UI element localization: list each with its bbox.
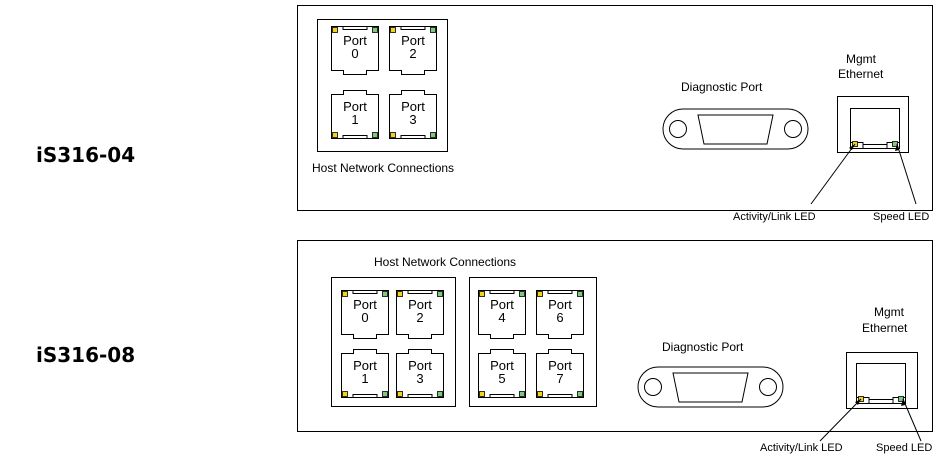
mgmt-ethernet-port-frame [846,352,918,409]
ethernet-port-0: Port 0 [341,290,389,339]
ethernet-port-5: Port 5 [478,349,526,398]
port-number: 1 [351,112,359,127]
port-word: Port [548,358,572,373]
db9-connector-icon [662,108,809,150]
db9-connector-icon [637,366,784,408]
model-label-is316-04: iS316-04 [36,143,136,167]
rj45-jack-icon [331,26,379,75]
mgmt-caption-line1: Mgmt [874,305,904,319]
port-word: Port [343,33,367,48]
rj45-jack-icon [478,349,526,398]
ethernet-port-0: Port 0 [331,26,379,75]
port-word: Port [353,358,377,373]
port-word: Port [353,297,377,312]
rj45-jack-icon [341,290,389,339]
port-number: 1 [361,371,369,386]
port-number: 3 [409,112,417,127]
port-number: 0 [351,46,359,61]
host-port-group-right [469,277,597,407]
rj45-jack-icon [341,349,389,398]
host-network-caption: Host Network Connections [374,255,517,269]
ethernet-port-7: Port 7 [536,349,584,398]
ethernet-port-2: Port 2 [389,26,437,75]
diagnostic-port-caption: Diagnostic Port [681,80,763,94]
port-word: Port [401,99,425,114]
host-network-caption: Host Network Connections [312,161,455,175]
rj45-jack-icon [396,290,444,339]
mgmt-ethernet-port-frame [837,96,909,153]
ethernet-port-3: Port 3 [396,349,444,398]
port-number: 2 [409,46,417,61]
port-word: Port [548,297,572,312]
rj45-jack-icon [536,290,584,339]
ethernet-port-4: Port 4 [478,290,526,339]
mgmt-caption-line1: Mgmt [846,52,876,66]
activity-link-led-caption: Activity/Link LED [760,442,843,454]
rj45-jack-icon [389,90,437,139]
ethernet-port-2: Port 2 [396,290,444,339]
speed-led-caption: Speed LED [873,211,930,223]
rj45-jack-icon [536,349,584,398]
mgmt-caption-line2: Ethernet [838,67,884,81]
activity-link-led-caption: Activity/Link LED [733,211,816,223]
ethernet-port-3: Port 3 [389,90,437,139]
port-number: 2 [416,310,424,325]
port-number: 4 [498,310,506,325]
port-word: Port [401,33,425,48]
rj45-jack-icon [389,26,437,75]
port-number: 6 [556,310,564,325]
rj45-jack-icon [856,363,906,404]
rj45-jack-icon [850,108,900,149]
speed-led-caption: Speed LED [876,442,933,454]
port-number: 3 [416,371,424,386]
port-word: Port [408,297,432,312]
ethernet-port-1: Port 1 [341,349,389,398]
model-label-is316-08: iS316-08 [36,343,136,367]
rj45-jack-icon [478,290,526,339]
diagnostic-port-caption: Diagnostic Port [662,340,744,354]
ethernet-port-6: Port 6 [536,290,584,339]
host-port-group-left [331,277,456,407]
rj45-jack-icon [331,90,379,139]
ethernet-port-1: Port 1 [331,90,379,139]
host-port-group [317,19,448,152]
port-word: Port [408,358,432,373]
port-word: Port [490,358,514,373]
port-word: Port [490,297,514,312]
rj45-jack-icon [396,349,444,398]
port-number: 5 [498,371,506,386]
port-number: 0 [361,310,369,325]
mgmt-caption-line2: Ethernet [862,321,908,335]
port-word: Port [343,99,367,114]
port-number: 7 [556,371,564,386]
